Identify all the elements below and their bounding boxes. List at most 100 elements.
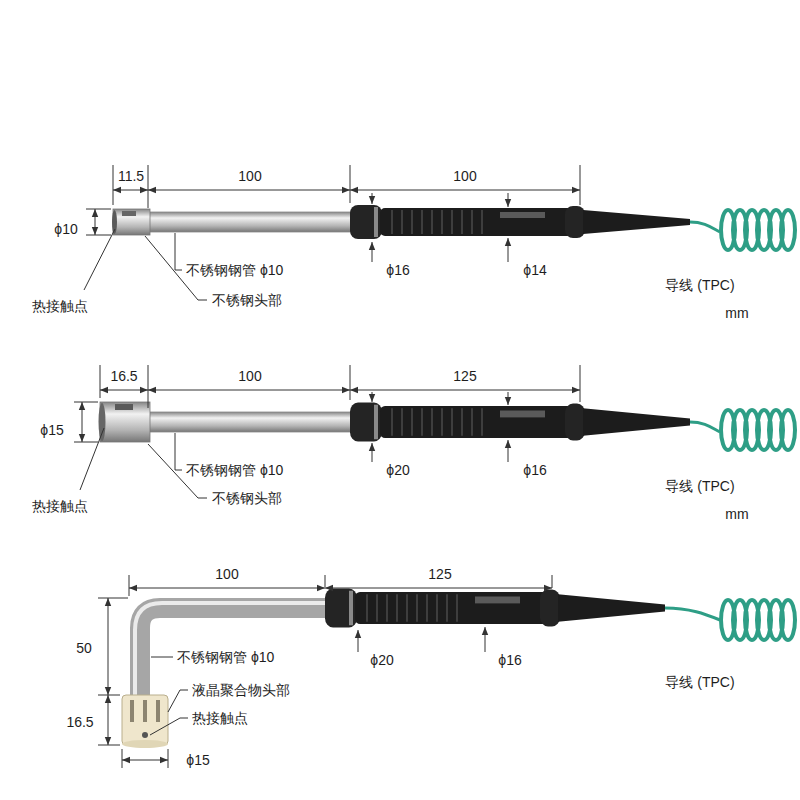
dimension-lines-part bbox=[122, 749, 123, 768]
diameter-label: ϕ14 bbox=[523, 262, 546, 278]
dimension-lines-part bbox=[95, 209, 96, 235]
dimension-lines-part bbox=[74, 442, 98, 443]
dimension-lines-part bbox=[552, 575, 553, 588]
probe-one-part bbox=[350, 205, 690, 239]
dimension-lines-part bbox=[325, 588, 552, 589]
part-label: 热接触点 bbox=[32, 498, 88, 514]
probe-one bbox=[84, 165, 795, 300]
diameter-label: ϕ15 bbox=[40, 422, 63, 438]
dimension-lines-part bbox=[508, 238, 509, 262]
dimension-lines-part bbox=[372, 443, 373, 462]
leader-lines-part bbox=[150, 718, 188, 735]
part-label: 热接触点 bbox=[32, 298, 88, 314]
probe-three-part bbox=[130, 700, 134, 722]
diameter-label: ϕ16 bbox=[498, 652, 521, 668]
dimension-lines-part bbox=[350, 365, 351, 400]
dimension-lines-part bbox=[148, 390, 350, 391]
dimension-label: 100 bbox=[238, 168, 261, 184]
dimension-lines-part bbox=[82, 402, 83, 442]
dimension-lines-part bbox=[122, 760, 168, 761]
probe-two-part-part bbox=[781, 410, 795, 450]
dimension-lines-part bbox=[350, 165, 351, 203]
probe-three-part bbox=[122, 695, 168, 745]
dimension-lines-part bbox=[86, 209, 111, 210]
part-label: 不锈钢钢管 ϕ10 bbox=[177, 649, 274, 665]
probe-three bbox=[98, 575, 795, 768]
dimension-lines-part bbox=[372, 242, 373, 262]
probe-one-part-part bbox=[781, 210, 795, 250]
dimension-label: 100 bbox=[215, 566, 238, 582]
probe-three-part bbox=[721, 600, 795, 640]
probe-one-part bbox=[122, 211, 136, 216]
probe-two-part bbox=[350, 402, 690, 441]
unit-label: mm bbox=[725, 305, 748, 321]
dimension-label: 16.5 bbox=[66, 714, 93, 730]
dimension-lines-part bbox=[508, 440, 509, 462]
dimension-lines-part bbox=[100, 390, 148, 391]
leader-lines-part bbox=[175, 233, 182, 270]
dimension-lines-part bbox=[168, 749, 169, 768]
probe-three-part bbox=[156, 700, 160, 722]
dimension-lines-part bbox=[372, 392, 373, 402]
dimension-lines-part bbox=[508, 193, 509, 207]
dimension-lines-part bbox=[580, 365, 581, 402]
dimension-lines-part bbox=[148, 365, 149, 408]
dimension-label: 125 bbox=[453, 368, 476, 384]
leader-lines-part bbox=[80, 428, 104, 490]
leader-lines-part bbox=[151, 657, 173, 658]
probe-two-part bbox=[148, 412, 353, 432]
probe-one-part bbox=[690, 222, 720, 232]
dimension-lines-part bbox=[358, 630, 359, 652]
dimension-label: 16.5 bbox=[110, 368, 137, 384]
diameter-label: ϕ10 bbox=[54, 221, 77, 237]
dimension-lines-part bbox=[100, 365, 101, 398]
dimension-label: 100 bbox=[453, 168, 476, 184]
probe-three-part bbox=[325, 588, 665, 627]
dimension-label: 125 bbox=[428, 566, 451, 582]
dimension-lines-part bbox=[350, 190, 580, 191]
probe-two-part bbox=[690, 422, 720, 432]
probe-three-part bbox=[143, 700, 147, 722]
probe-three-part bbox=[140, 608, 330, 700]
part-label: 不锈钢钢管 ϕ10 bbox=[186, 262, 283, 278]
diameter-label: ϕ15 bbox=[186, 752, 209, 768]
probe-one-part bbox=[148, 212, 353, 232]
dimension-label: 50 bbox=[76, 640, 92, 656]
dimension-lines-part bbox=[108, 598, 109, 695]
dimension-lines bbox=[86, 165, 580, 262]
dimension-lines-part bbox=[508, 392, 509, 405]
probe-one-part bbox=[721, 210, 795, 250]
dimension-lines bbox=[74, 365, 580, 462]
dimension-lines-part bbox=[74, 402, 98, 403]
dimension-lines-part bbox=[113, 165, 114, 205]
dimension-lines-part bbox=[485, 627, 486, 652]
probe-three-part-part bbox=[781, 600, 795, 640]
diameter-label: ϕ20 bbox=[386, 462, 409, 478]
leader-lines bbox=[150, 657, 188, 735]
diameter-label: ϕ20 bbox=[370, 652, 393, 668]
probe-three-part bbox=[665, 608, 720, 620]
dimension-lines-part bbox=[350, 390, 580, 391]
dimension-label: 11.5 bbox=[118, 168, 144, 184]
cable-label: 导线 (TPC) bbox=[665, 478, 734, 494]
probe-two-part bbox=[721, 410, 795, 450]
dimension-lines-part bbox=[372, 193, 373, 204]
leader-lines-part bbox=[175, 433, 182, 470]
dimension-lines-part bbox=[580, 165, 581, 205]
probe-two-part bbox=[100, 402, 150, 442]
part-label: 不锈钢头部 bbox=[212, 292, 282, 308]
probe-three-part bbox=[122, 740, 168, 748]
part-label: 热接触点 bbox=[192, 710, 248, 726]
part-label: 不锈钢钢管 ϕ10 bbox=[186, 462, 283, 478]
diameter-label: ϕ16 bbox=[386, 262, 409, 278]
dimension-lines-part bbox=[129, 588, 325, 589]
dimension-lines-part bbox=[108, 695, 109, 745]
dimension-lines-part bbox=[129, 575, 130, 596]
probe-two bbox=[74, 365, 795, 498]
probe-three-part bbox=[135, 603, 330, 700]
diameter-label: ϕ16 bbox=[523, 462, 546, 478]
dimension-lines-part bbox=[148, 165, 149, 208]
leader-lines-part bbox=[84, 229, 115, 290]
unit-label: mm bbox=[725, 506, 748, 522]
